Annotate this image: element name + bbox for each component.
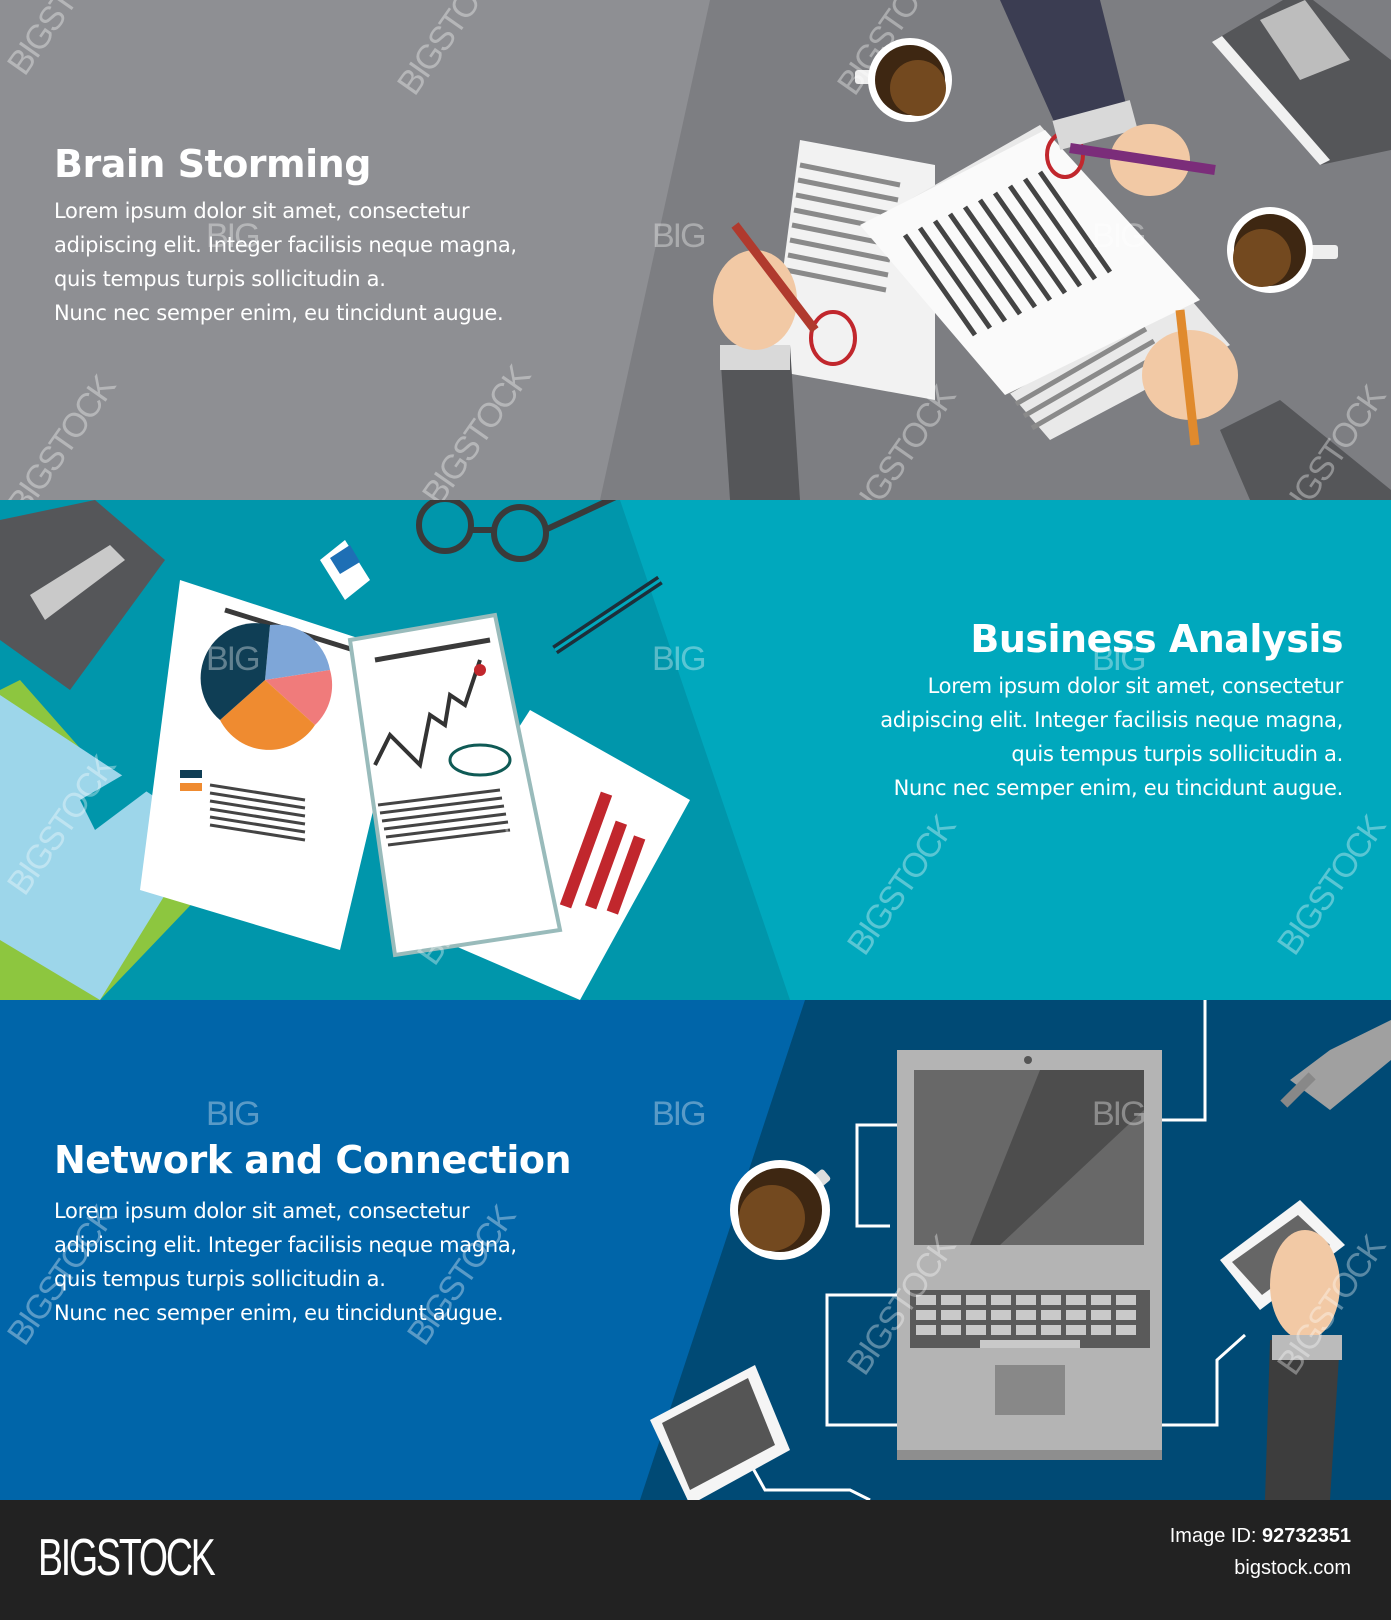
analysis-illustration xyxy=(0,500,690,1000)
banner-network-connection: BIGSTOCK BIGSTOCK BIGSTOCK BIGSTOCK BIG … xyxy=(0,1000,1391,1500)
hand-with-pencil-icon xyxy=(713,222,819,500)
watermark: BIG xyxy=(206,217,261,255)
eraser-icon xyxy=(320,540,370,600)
banner-business-analysis: BIGSTOCK BIGSTOCK BIGSTOCK BIGSTOCK BIG … xyxy=(0,500,1391,1000)
banner-body-line: Lorem ipsum dolor sit amet, consectetur xyxy=(927,674,1344,698)
network-illustration xyxy=(650,1000,1391,1500)
watermark: BIG xyxy=(1092,640,1147,678)
hand-with-pencil-icon xyxy=(1142,309,1391,500)
banner-brain-storming: BIGSTOCK BIGSTOCK BIGSTOCK BIGSTOCK BIGS… xyxy=(0,0,1391,500)
watermark: BIG xyxy=(652,1095,707,1133)
folder-icon xyxy=(0,680,205,1000)
watermark: BIG xyxy=(206,640,261,678)
tablet-icon xyxy=(650,1365,790,1500)
banner-text: Business Analysis Lorem ipsum dolor sit … xyxy=(880,615,1343,805)
banner-body-line: Lorem ipsum dolor sit amet, consectetur xyxy=(54,199,470,223)
book-icon xyxy=(1212,0,1391,165)
phone-in-hand-icon xyxy=(1220,1200,1345,1500)
document-icon xyxy=(770,140,935,400)
image-id-value: 92732351 xyxy=(1262,1525,1351,1547)
pie-chart-report-icon xyxy=(140,580,410,950)
power-plug-icon xyxy=(1280,1020,1391,1110)
banner-body-line: quis tempus turpis sollicitudin a. xyxy=(54,267,386,291)
banner-body-line: adipiscing elit. Integer facilisis neque… xyxy=(54,1233,517,1257)
banner-text: Brain Storming Lorem ipsum dolor sit ame… xyxy=(54,140,517,330)
watermark: BIG xyxy=(1092,217,1147,255)
pencil-icon xyxy=(552,575,663,655)
banner-body-line: adipiscing elit. Integer facilisis neque… xyxy=(880,708,1343,732)
hand-with-pencil-icon xyxy=(1000,0,1216,196)
banner-text: Network and Connection Lorem ipsum dolor… xyxy=(54,1136,572,1330)
banner-title: Business Analysis xyxy=(970,617,1343,661)
banner-body-line: Lorem ipsum dolor sit amet, consectetur xyxy=(54,1199,470,1223)
coffee-cup-icon xyxy=(855,38,952,122)
brainstorm-illustration xyxy=(713,0,1391,500)
book-icon xyxy=(0,500,165,690)
glasses-icon xyxy=(416,500,617,562)
document-icon xyxy=(860,130,1200,395)
bigstock-logo[interactable]: BIGSTOCK xyxy=(38,1529,216,1587)
line-chart-report-icon xyxy=(347,612,563,958)
banner-body-line: quis tempus turpis sollicitudin a. xyxy=(54,1267,386,1291)
banner-body-line: Nunc nec semper enim, eu tincidunt augue… xyxy=(54,1301,504,1325)
laptop-icon xyxy=(897,1050,1162,1460)
footer: BIGSTOCK Image ID: 92732351 bigstock.com xyxy=(0,1500,1391,1620)
banner-body-line: adipiscing elit. Integer facilisis neque… xyxy=(54,233,517,257)
watermark: BIG xyxy=(652,217,707,255)
banner-body-line: Nunc nec semper enim, eu tincidunt augue… xyxy=(893,776,1344,800)
image-id-line: Image ID: 92732351 xyxy=(1170,1520,1351,1552)
image-info: Image ID: 92732351 bigstock.com xyxy=(1170,1520,1351,1584)
watermark: BIG xyxy=(206,1095,261,1133)
coffee-cup-icon xyxy=(730,1160,831,1260)
banner-body-line: quis tempus turpis sollicitudin a. xyxy=(1011,742,1343,766)
banner-title: Network and Connection xyxy=(54,1138,572,1182)
watermark: BIG xyxy=(652,640,707,678)
banner-body-line: Nunc nec semper enim, eu tincidunt augue… xyxy=(54,301,504,325)
site-link[interactable]: bigstock.com xyxy=(1234,1557,1351,1579)
coffee-cup-icon xyxy=(1227,207,1338,293)
watermark: BIG xyxy=(1092,1095,1147,1133)
banner-title: Brain Storming xyxy=(54,142,371,186)
image-id-label: Image ID: xyxy=(1169,1525,1257,1547)
